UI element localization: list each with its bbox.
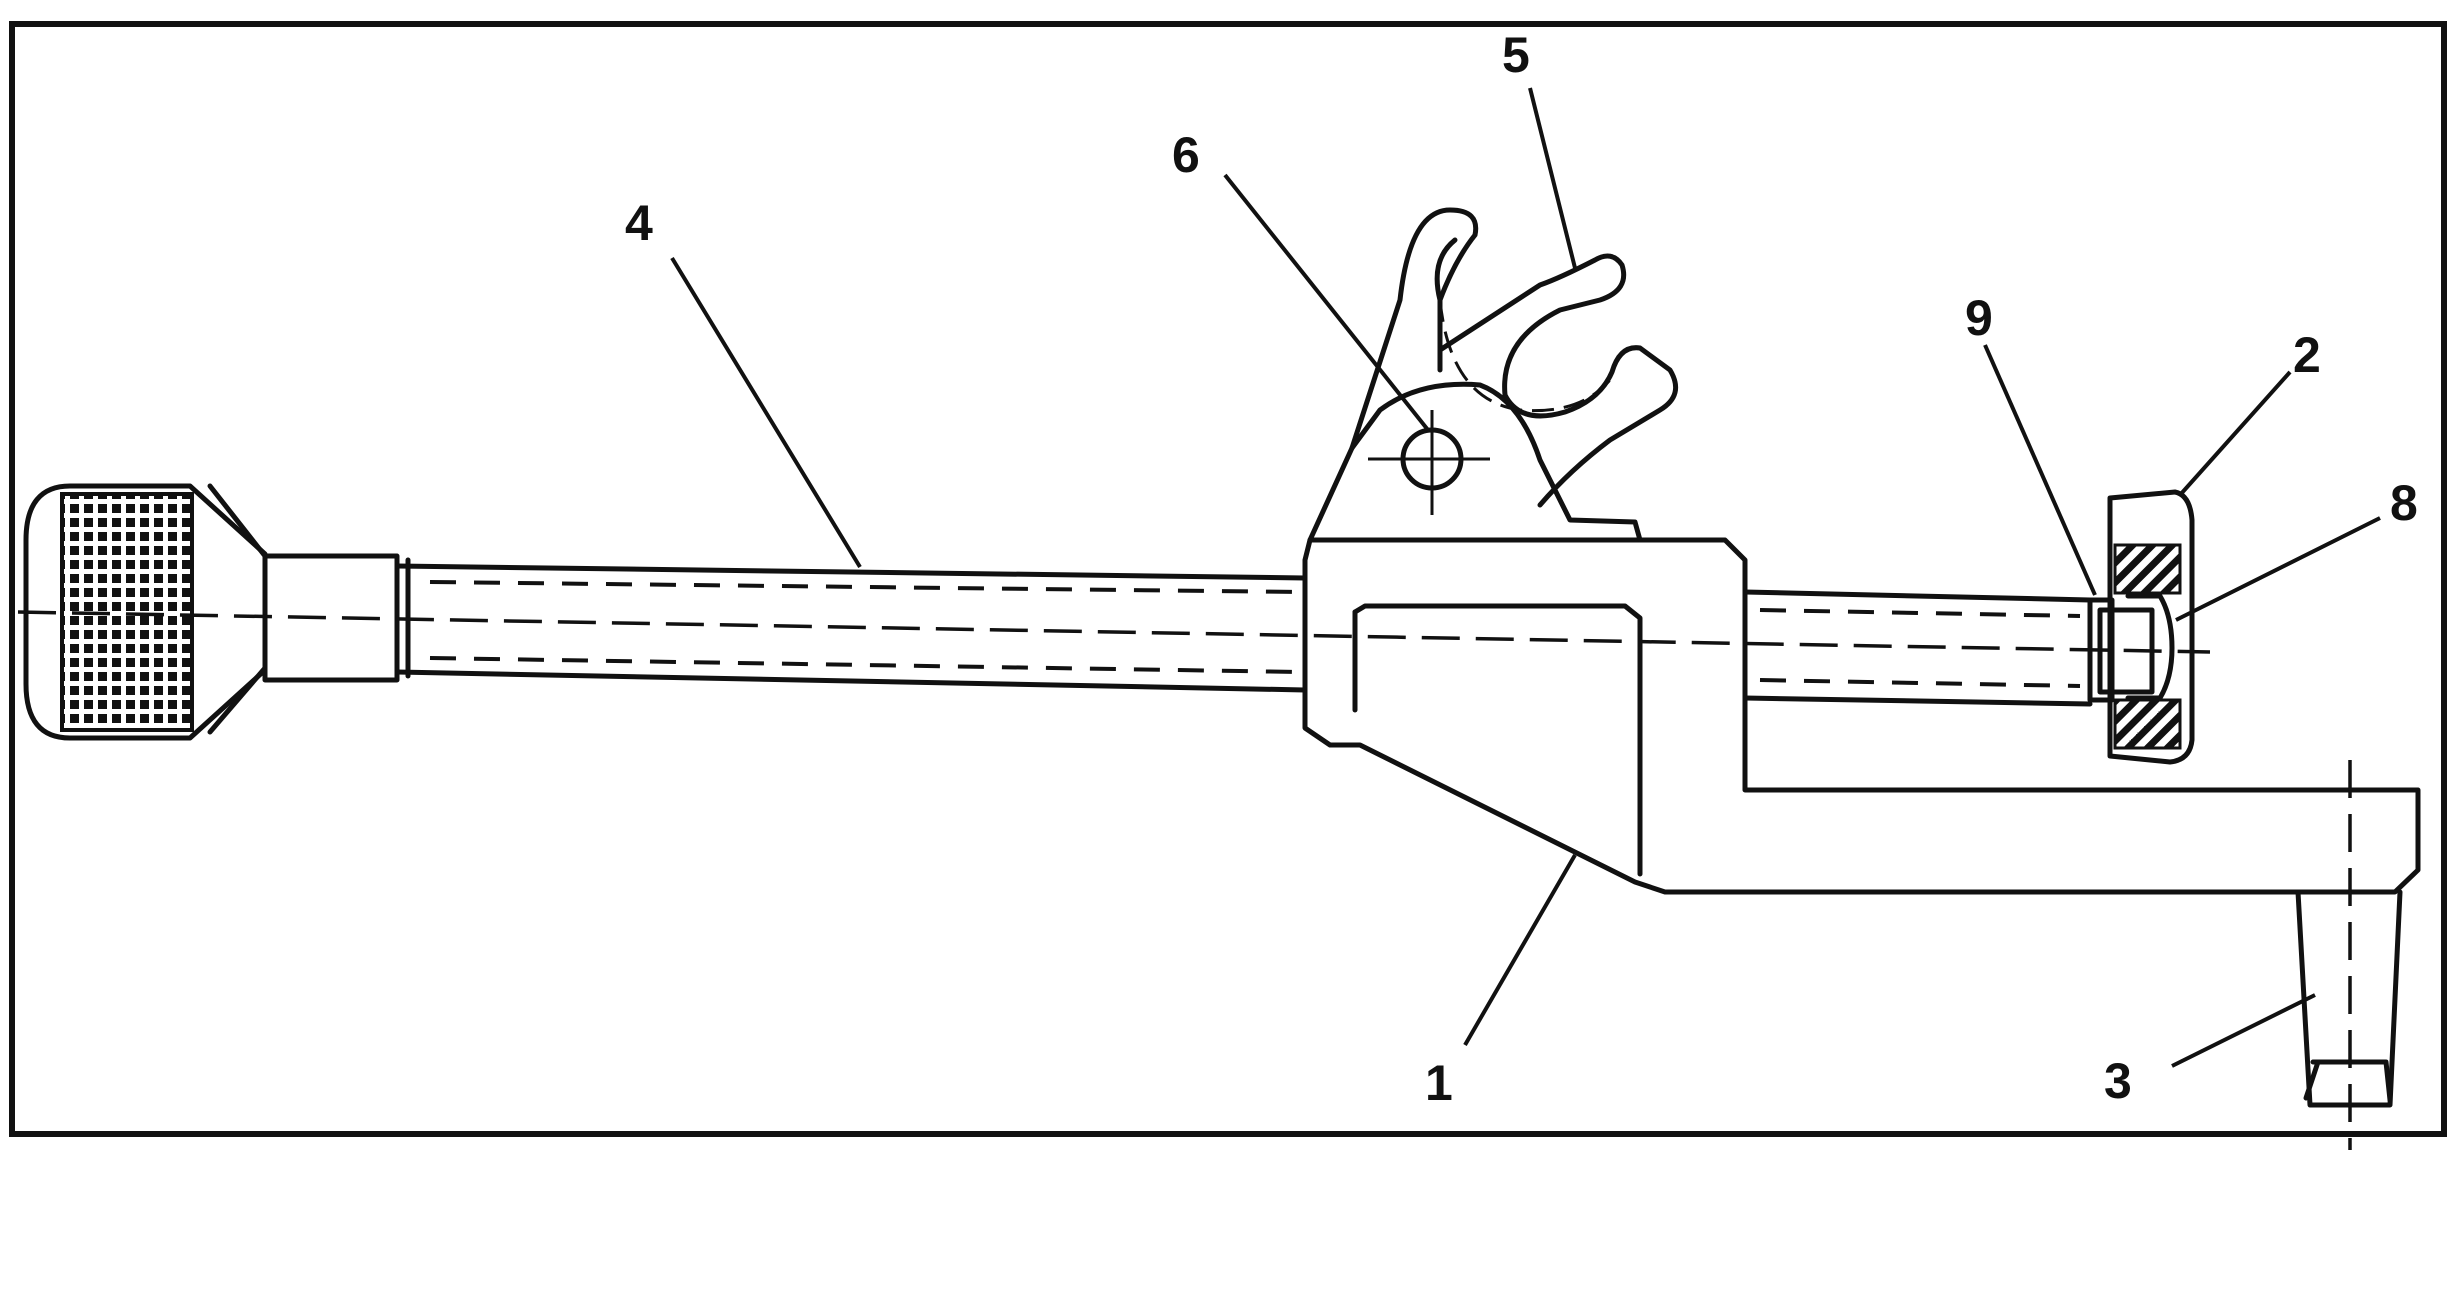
callout-3: 3 <box>2104 1053 2132 1109</box>
leader-9 <box>1983 344 2097 596</box>
tool-body <box>1302 537 2421 895</box>
latch-lever <box>1307 207 1679 543</box>
leader-6 <box>1223 173 1430 432</box>
knurled-handle <box>23 483 400 741</box>
callout-4: 4 <box>625 195 653 251</box>
end-nut-assembly <box>2087 489 2195 765</box>
callout-6: 6 <box>1172 127 1200 183</box>
leader-1 <box>1463 853 1577 1047</box>
drawing-frame <box>9 21 2447 1137</box>
leader-8 <box>2175 516 2381 622</box>
leader-3 <box>2171 993 2316 1068</box>
leader-2 <box>2178 370 2292 497</box>
callout-8: 8 <box>2390 475 2418 531</box>
spindle-rod <box>394 557 1308 693</box>
callout-2: 2 <box>2293 327 2321 383</box>
leader-4 <box>670 256 862 569</box>
callout-1: 1 <box>1425 1055 1453 1111</box>
leader-5 <box>1528 87 1577 269</box>
rod-right-segment <box>1742 589 2093 707</box>
pivot-pin <box>1368 410 1490 515</box>
callout-9: 9 <box>1965 290 1993 346</box>
callout-5: 5 <box>1502 27 1530 83</box>
support-foot <box>2295 760 2403 1150</box>
main-centerline <box>17 610 2211 654</box>
